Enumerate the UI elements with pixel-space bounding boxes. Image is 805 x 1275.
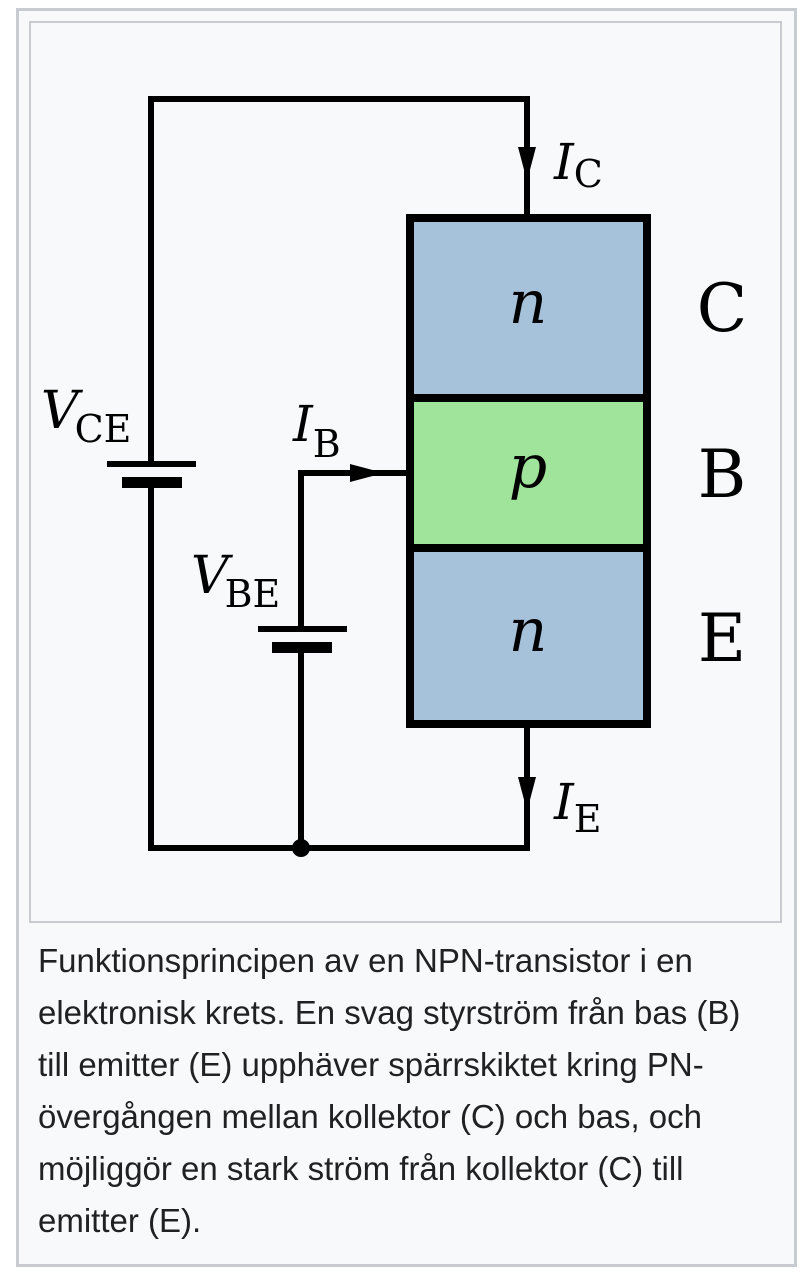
junction-dot [292,839,310,857]
terminal-label-e: E [698,600,746,677]
ib-label: IB [292,395,341,466]
ic-arrow-icon [518,147,536,181]
base-wire [298,470,406,629]
base-region [410,400,647,546]
transistor-outline [406,214,651,728]
npn-transistor-diagram: n p n C B E IC IB IE [41,96,748,857]
collector-region [410,218,647,396]
figure-caption: Funktionsprincipen av en NPN-transistor … [38,942,741,1239]
ie-arrow-icon [518,777,536,811]
figure-thumbnail: n p n C B E IC IB IE [16,8,797,1267]
ib-arrow-icon [350,464,384,482]
terminal-label-c: C [697,270,748,347]
ie-label: IE [553,773,602,841]
terminal-label-b: B [698,436,747,513]
vce-label: VCE [41,381,131,451]
vbe-battery-icon [258,626,347,653]
vbe-label: VBE [191,546,280,616]
emitter-region [410,550,647,724]
vce-battery-icon [107,461,196,488]
ic-label: IC [553,133,603,196]
base-doping-label: p [509,432,547,502]
collector-doping-label: n [509,268,548,338]
transistor-body [406,214,651,728]
emitter-doping-label: n [509,596,548,666]
diagram-image-frame[interactable]: n p n C B E IC IB IE [29,21,782,923]
